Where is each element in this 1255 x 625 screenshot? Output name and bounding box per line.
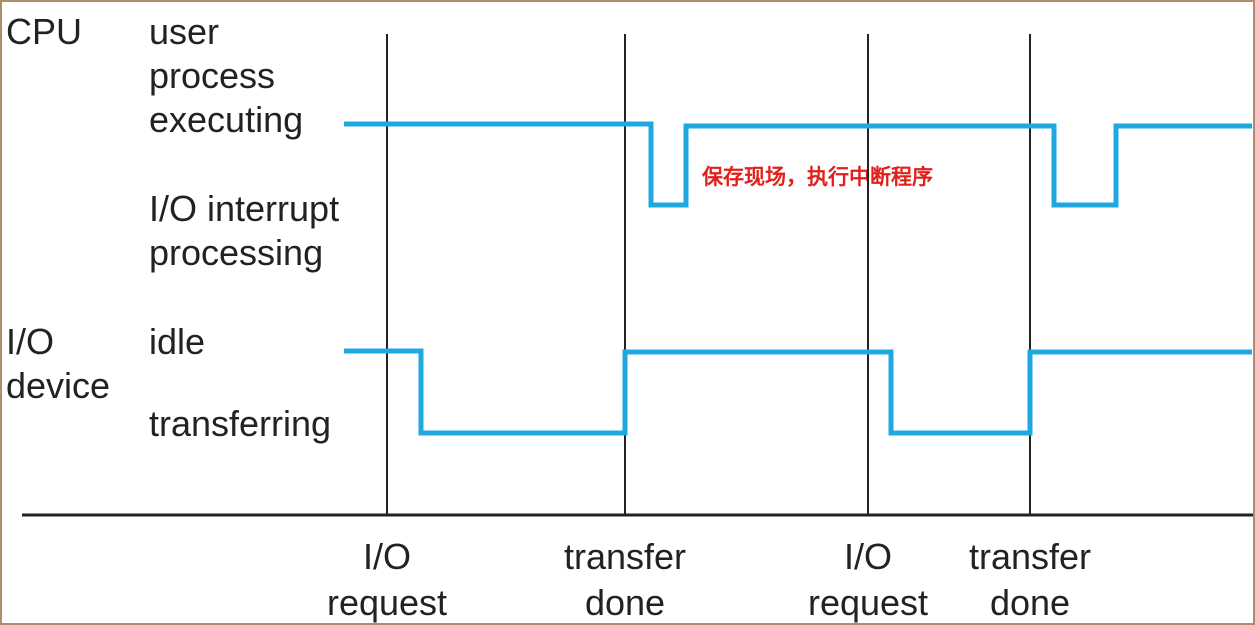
cpu-state-io-interrupt: I/O interrupt [149,188,340,229]
cpu-state-process: process [149,55,276,96]
io-row-label-line1: I/O [6,321,55,362]
io-signal-trace [344,348,1252,436]
event-label-io-request-2-line1: I/O [843,536,892,577]
event-label-transfer-done-2-line2: done [989,582,1071,623]
event-label-transfer-done-2-line1: transfer [968,536,1092,577]
event-label-io-request-1-line2: request [326,582,448,623]
io-row-label-line2: device [6,365,111,406]
cpu-state-user: user [149,11,220,52]
cpu-signal-trace [344,121,1252,208]
cpu-state-processing: processing [149,232,324,273]
event-label-transfer-done-1-line1: transfer [563,536,687,577]
event-label-io-request-2-line2: request [807,582,929,623]
cpu-row-label: CPU [6,11,83,52]
event-label-io-request-1-line1: I/O [362,536,411,577]
cpu-state-executing: executing [149,99,304,140]
io-state-transferring: transferring [149,403,332,444]
io-state-idle: idle [149,321,206,362]
interrupt-annotation: 保存现场，执行中断程序 [702,165,933,189]
event-label-transfer-done-1-line2: done [584,582,666,623]
